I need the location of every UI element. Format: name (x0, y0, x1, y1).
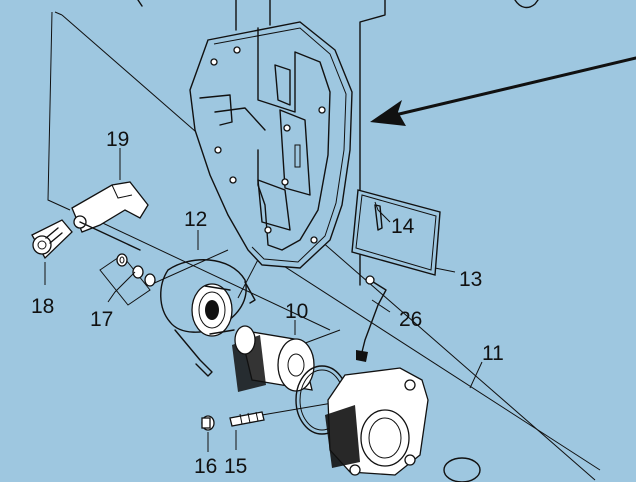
spring-part-18 (31, 219, 73, 260)
callout-12: 12 (184, 208, 207, 231)
callout-10: 10 (285, 300, 308, 323)
callout-19: 19 (106, 128, 129, 151)
bearing (191, 283, 235, 337)
lever-part-19 (71, 181, 149, 251)
housing-part-11 (325, 367, 481, 482)
callout-14: 14 (391, 215, 415, 238)
bolt-part-26 (356, 275, 387, 362)
top-frame-lines (137, 0, 539, 286)
callout-leaders (44, 148, 483, 452)
direction-arrow (370, 56, 636, 126)
washers-part-17 (116, 253, 156, 287)
screw-parts-15-16 (201, 411, 265, 431)
mounting-plate (189, 21, 353, 269)
callout-11: 11 (482, 342, 504, 365)
callout-17: 17 (90, 308, 113, 331)
gasket-part-14 (351, 189, 441, 276)
callout-16: 16 (194, 455, 217, 478)
callout-15: 15 (224, 455, 247, 478)
drum-part-10 (232, 325, 315, 392)
callout-13: 13 (459, 268, 482, 291)
callout-labels: 19 12 14 13 18 17 10 26 11 16 15 (31, 128, 504, 478)
callout-18: 18 (31, 295, 54, 318)
callout-26: 26 (399, 308, 422, 331)
